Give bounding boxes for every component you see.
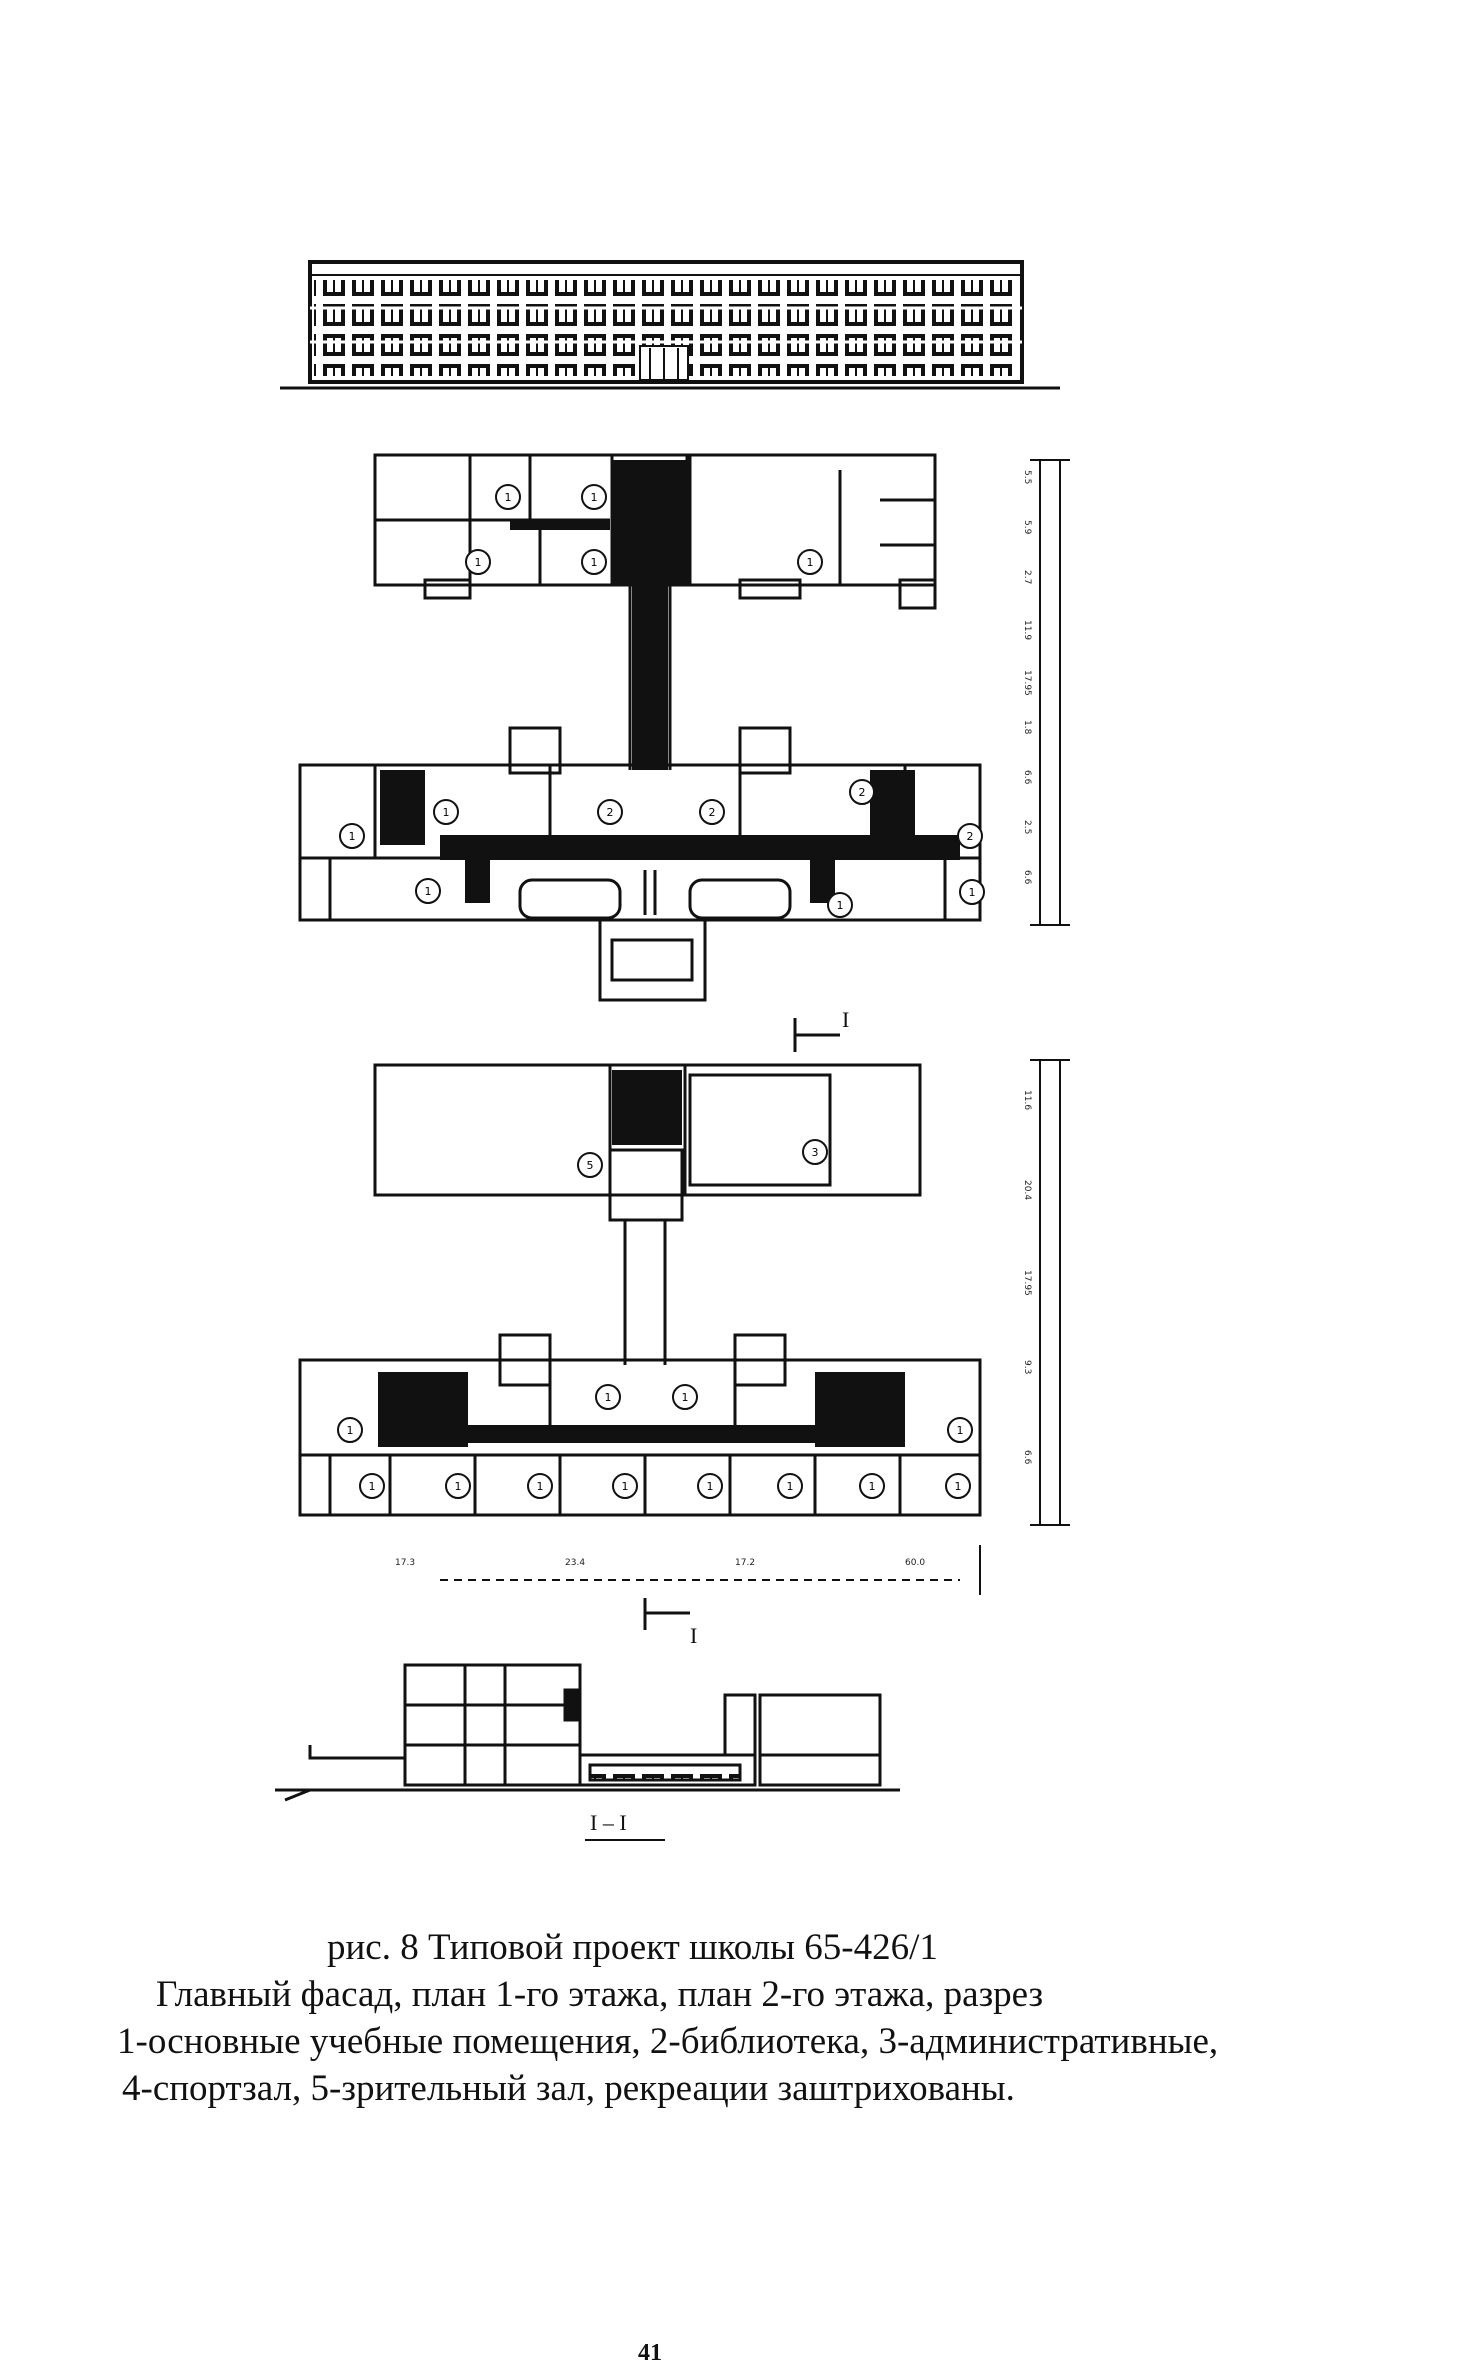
dimension-label: 17.3 — [395, 1558, 415, 1568]
room-number-label: 1 — [349, 830, 356, 843]
dimension-label: 1.8 — [1022, 720, 1032, 735]
room-number-label: 1 — [787, 1480, 794, 1493]
section-cut-marks — [643, 1018, 840, 1630]
dimension-label: 5.5 — [1022, 470, 1032, 484]
dimension-label: 60.0 — [905, 1558, 925, 1568]
room-number-label: 1 — [443, 806, 450, 819]
room-number-label: 1 — [955, 1480, 962, 1493]
architectural-drawing: I I I – I 1 1 1 1 1 1 1 2 2 2 2 1 1 1 5 3 1 1 1 1 1 1 1 1 1 1 1 1 5.… — [275, 260, 1070, 1841]
section-mark-bottom: I — [690, 1623, 697, 1648]
room-number-label: 1 — [369, 1480, 376, 1493]
section-mark-top: I — [842, 1007, 849, 1032]
dimension-label: 6.6 — [1022, 770, 1032, 785]
room-number-label: 1 — [807, 556, 814, 569]
section-label: I – I — [590, 1810, 627, 1835]
room-number-label: 1 — [475, 556, 482, 569]
room-number-label: 3 — [812, 1146, 819, 1159]
room-number-label: 1 — [347, 1424, 354, 1437]
dimension-label: 11.6 — [1022, 1090, 1032, 1110]
caption-legend-2: 4-спортзал, 5-зрительный зал, рекреации … — [122, 2068, 1015, 2109]
dimension-label: 17.2 — [735, 1558, 755, 1568]
dimension-lines — [440, 459, 1070, 1595]
first-floor-plan — [298, 453, 982, 1002]
dimension-label: 17.95 — [1022, 670, 1032, 696]
room-number-label: 2 — [709, 806, 716, 819]
page-number: 41 — [638, 2340, 662, 2366]
main-facade — [280, 260, 1060, 390]
second-floor-plan — [298, 1063, 982, 1517]
caption-title: рис. 8 Типовой проект школы 65-426/1 — [327, 1927, 938, 1968]
room-number-label: 1 — [622, 1480, 629, 1493]
room-number-label: 1 — [969, 886, 976, 899]
dimension-label: 5.9 — [1022, 520, 1032, 535]
room-number-label: 1 — [707, 1480, 714, 1493]
dimension-label: 20.4 — [1022, 1180, 1032, 1200]
room-number-label: 5 — [587, 1159, 594, 1172]
room-number-label: 1 — [425, 885, 432, 898]
dimension-label: 6.6 — [1022, 1450, 1032, 1465]
room-number-label: 1 — [957, 1424, 964, 1437]
dimension-label: 23.4 — [565, 1558, 585, 1568]
caption-views: Главный фасад, план 1-го этажа, план 2-г… — [156, 1974, 1044, 2015]
dimension-label: 2.5 — [1022, 820, 1032, 834]
room-number-label: 1 — [537, 1480, 544, 1493]
dimension-label: 11.9 — [1022, 620, 1032, 640]
room-number-label: 1 — [682, 1391, 689, 1404]
dimension-label: 2.7 — [1022, 570, 1032, 584]
room-number-label: 1 — [869, 1480, 876, 1493]
room-markers-first-floor — [339, 484, 985, 918]
room-number-label: 1 — [591, 491, 598, 504]
room-number-label: 1 — [605, 1391, 612, 1404]
room-number-label: 2 — [607, 806, 614, 819]
room-number-label: 1 — [505, 491, 512, 504]
room-number-label: 1 — [837, 899, 844, 912]
room-markers-second-floor — [337, 1139, 973, 1499]
room-number-label: 2 — [859, 786, 866, 799]
room-number-label: 1 — [455, 1480, 462, 1493]
section-drawing — [275, 1663, 900, 1802]
caption-legend-1: 1-основные учебные помещения, 2-библиоте… — [117, 2021, 1219, 2062]
room-number-label: 2 — [967, 830, 974, 843]
dimension-label: 6.6 — [1022, 870, 1032, 885]
dimension-label: 9.3 — [1022, 1360, 1032, 1374]
dimension-label: 17.95 — [1022, 1270, 1032, 1296]
room-number-label: 1 — [591, 556, 598, 569]
